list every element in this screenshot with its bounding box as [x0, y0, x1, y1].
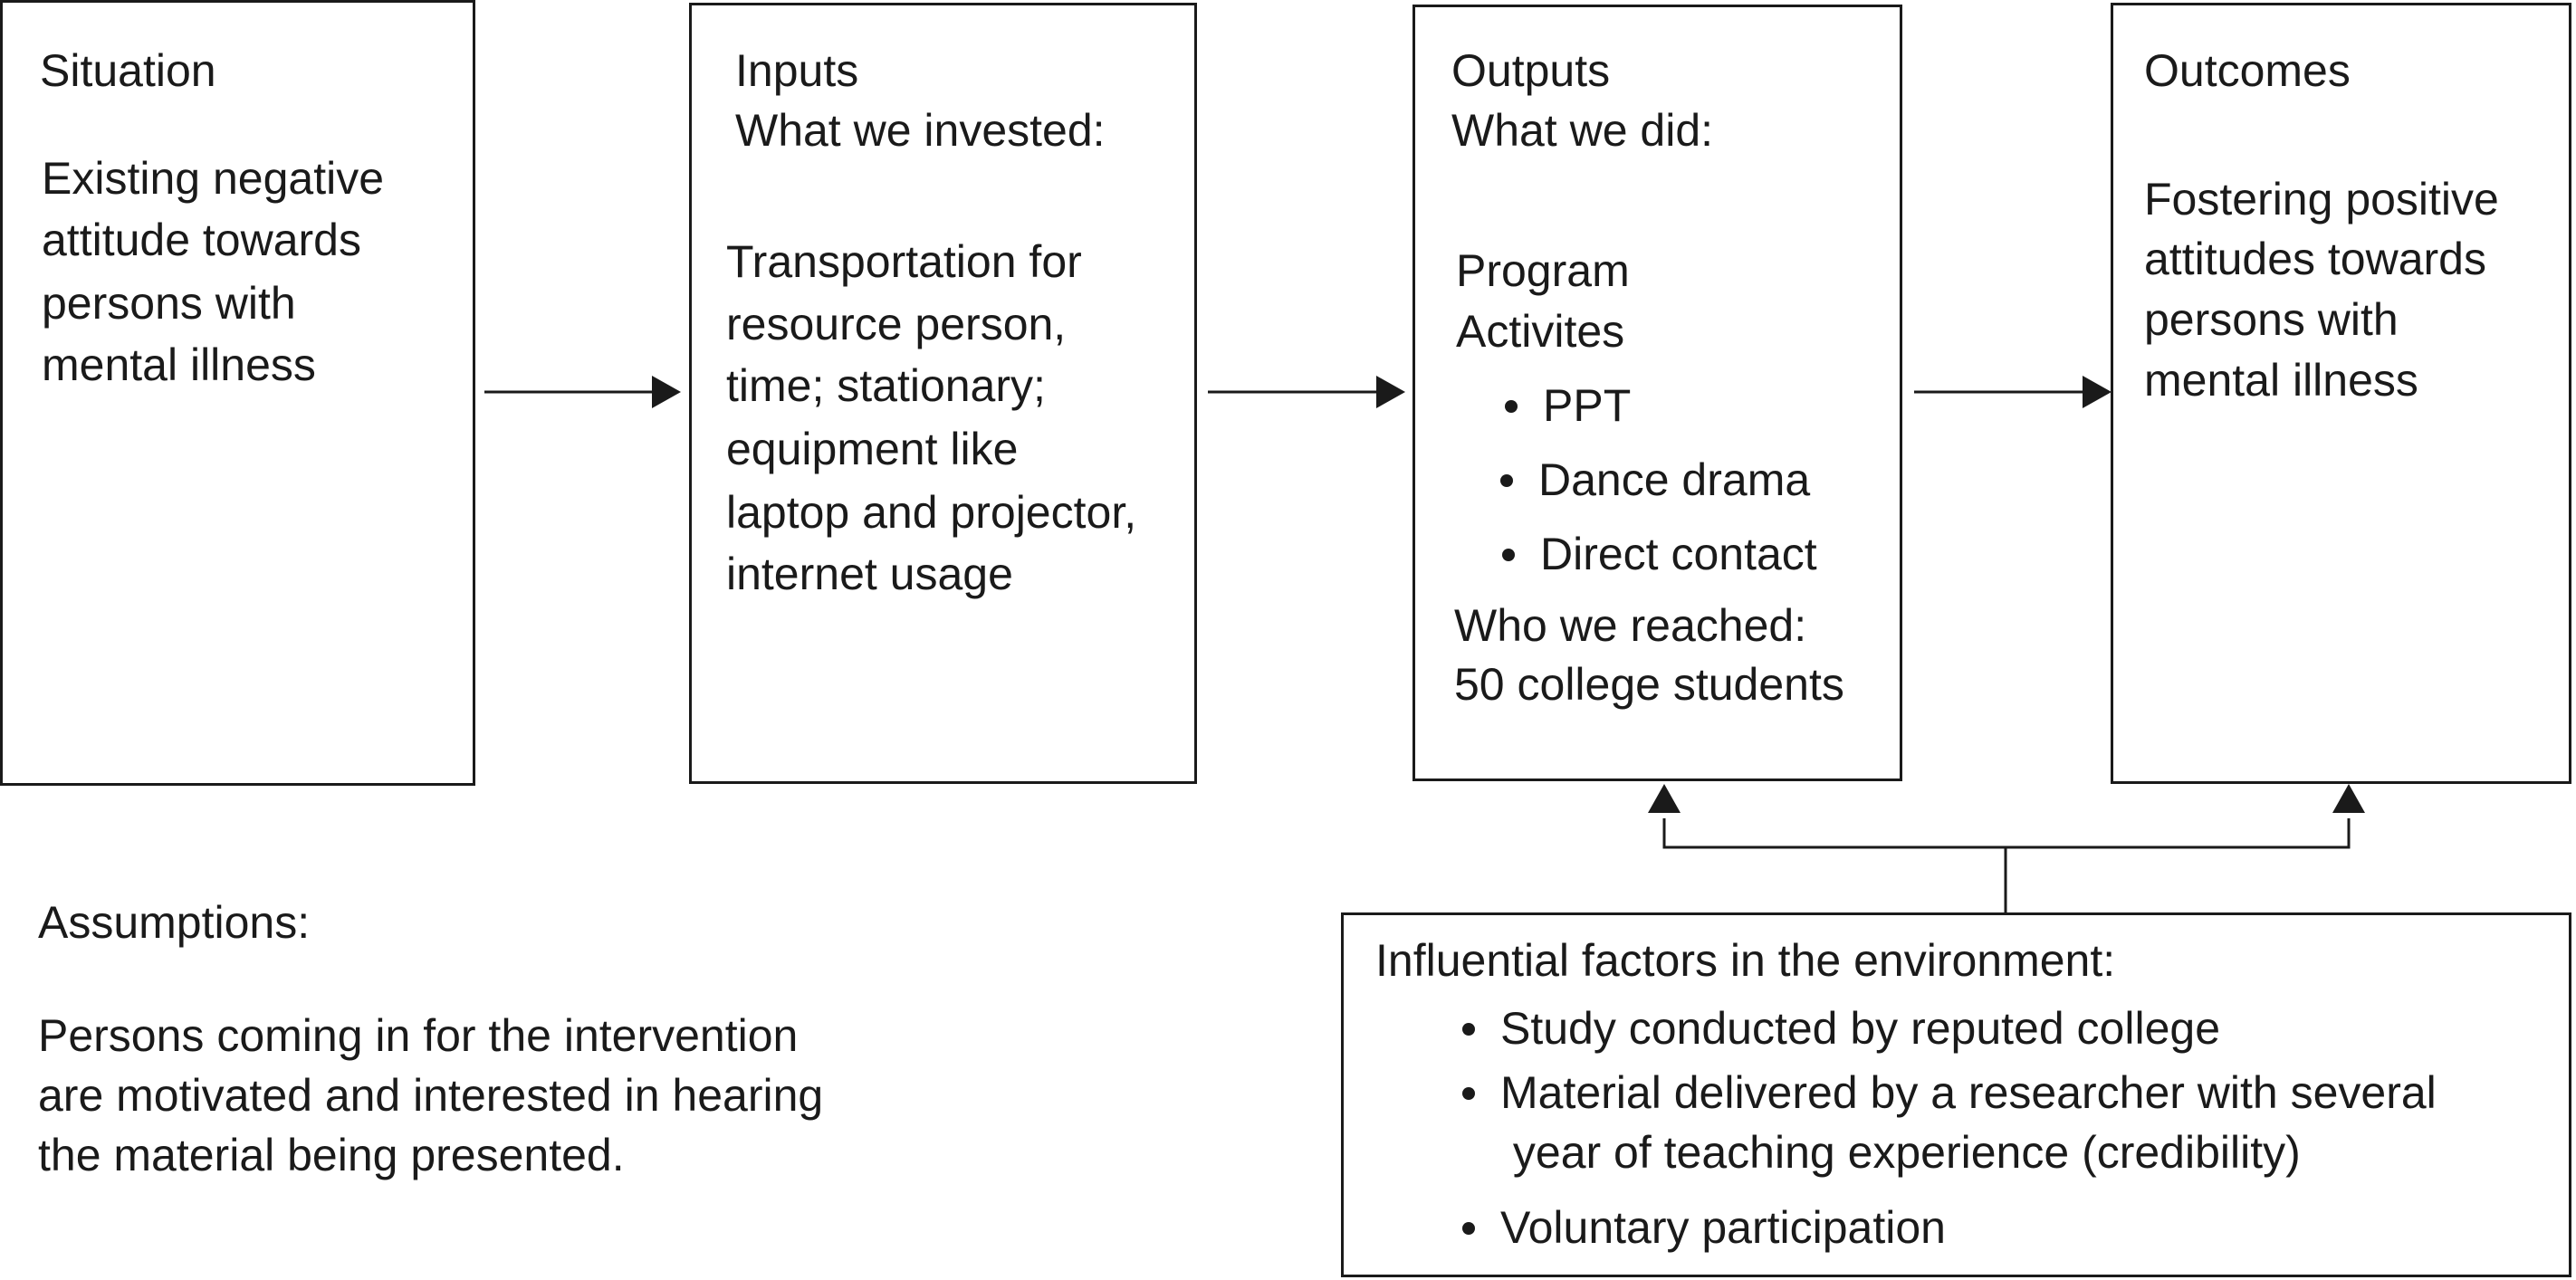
outcomes-line: attitudes towards	[2144, 234, 2486, 284]
outcomes-line: Fostering positive	[2144, 174, 2499, 224]
assumptions-line: Persons coming in for the intervention	[38, 1010, 799, 1061]
outputs-box	[1412, 5, 1902, 781]
outputs-subheading: What we did:	[1451, 105, 1714, 156]
arrowhead-to-inputs	[652, 376, 681, 408]
assumptions-heading: Assumptions:	[38, 897, 311, 948]
influential-factor-item: Voluntary participation	[1462, 1197, 1946, 1258]
influential-heading: Influential factors in the environment:	[1375, 935, 2116, 986]
inputs-line: equipment like	[726, 424, 1019, 474]
situation-line: Existing negative	[42, 153, 385, 204]
arrowhead-influence-outcomes	[2332, 784, 2365, 813]
program-activities-label: Activites	[1456, 306, 1625, 357]
assumptions-line: the material being presented.	[38, 1130, 625, 1180]
inputs-line: internet usage	[726, 549, 1013, 599]
inputs-line: laptop and projector,	[726, 487, 1137, 538]
program-activities-label: Program	[1456, 245, 1630, 296]
reach-line: Who we reached:	[1454, 600, 1807, 651]
outcomes-line: persons with	[2144, 294, 2399, 345]
inputs-line: time; stationary;	[726, 360, 1046, 411]
inputs-line: resource person,	[726, 299, 1067, 349]
activity-item: PPT	[1504, 375, 1631, 436]
inputs-heading: Inputs	[735, 45, 859, 96]
situation-line: mental illness	[42, 339, 316, 390]
inputs-box	[689, 3, 1197, 784]
influential-factor-continuation: year of teaching experience (credibility…	[1500, 1127, 2301, 1178]
outputs-heading: Outputs	[1451, 45, 1611, 96]
activity-item: Direct contact	[1502, 523, 1817, 585]
situation-box	[0, 0, 475, 786]
influence-branch	[1662, 818, 2351, 849]
outcomes-heading: Outcomes	[2144, 45, 2351, 96]
situation-heading: Situation	[40, 45, 216, 96]
activity-item: Dance drama	[1499, 449, 1810, 511]
assumptions-line: are motivated and interested in hearing	[38, 1070, 824, 1121]
influential-factor-item: Material delivered by a researcher with …	[1462, 1062, 2437, 1123]
arrowhead-to-outcomes	[2083, 376, 2112, 408]
outcomes-box	[2111, 3, 2571, 784]
situation-line: persons with	[42, 278, 296, 329]
situation-line: attitude towards	[42, 215, 361, 265]
arrowhead-to-outputs	[1376, 376, 1405, 408]
influential-factor-item: Study conducted by reputed college	[1462, 998, 2220, 1059]
outcomes-line: mental illness	[2144, 355, 2418, 406]
reach-line: 50 college students	[1454, 659, 1844, 710]
influential-factors-box	[1341, 912, 2571, 1277]
inputs-line: Transportation for	[726, 236, 1082, 287]
arrowhead-influence-outputs	[1648, 784, 1681, 813]
inputs-subheading: What we invested:	[735, 105, 1106, 156]
